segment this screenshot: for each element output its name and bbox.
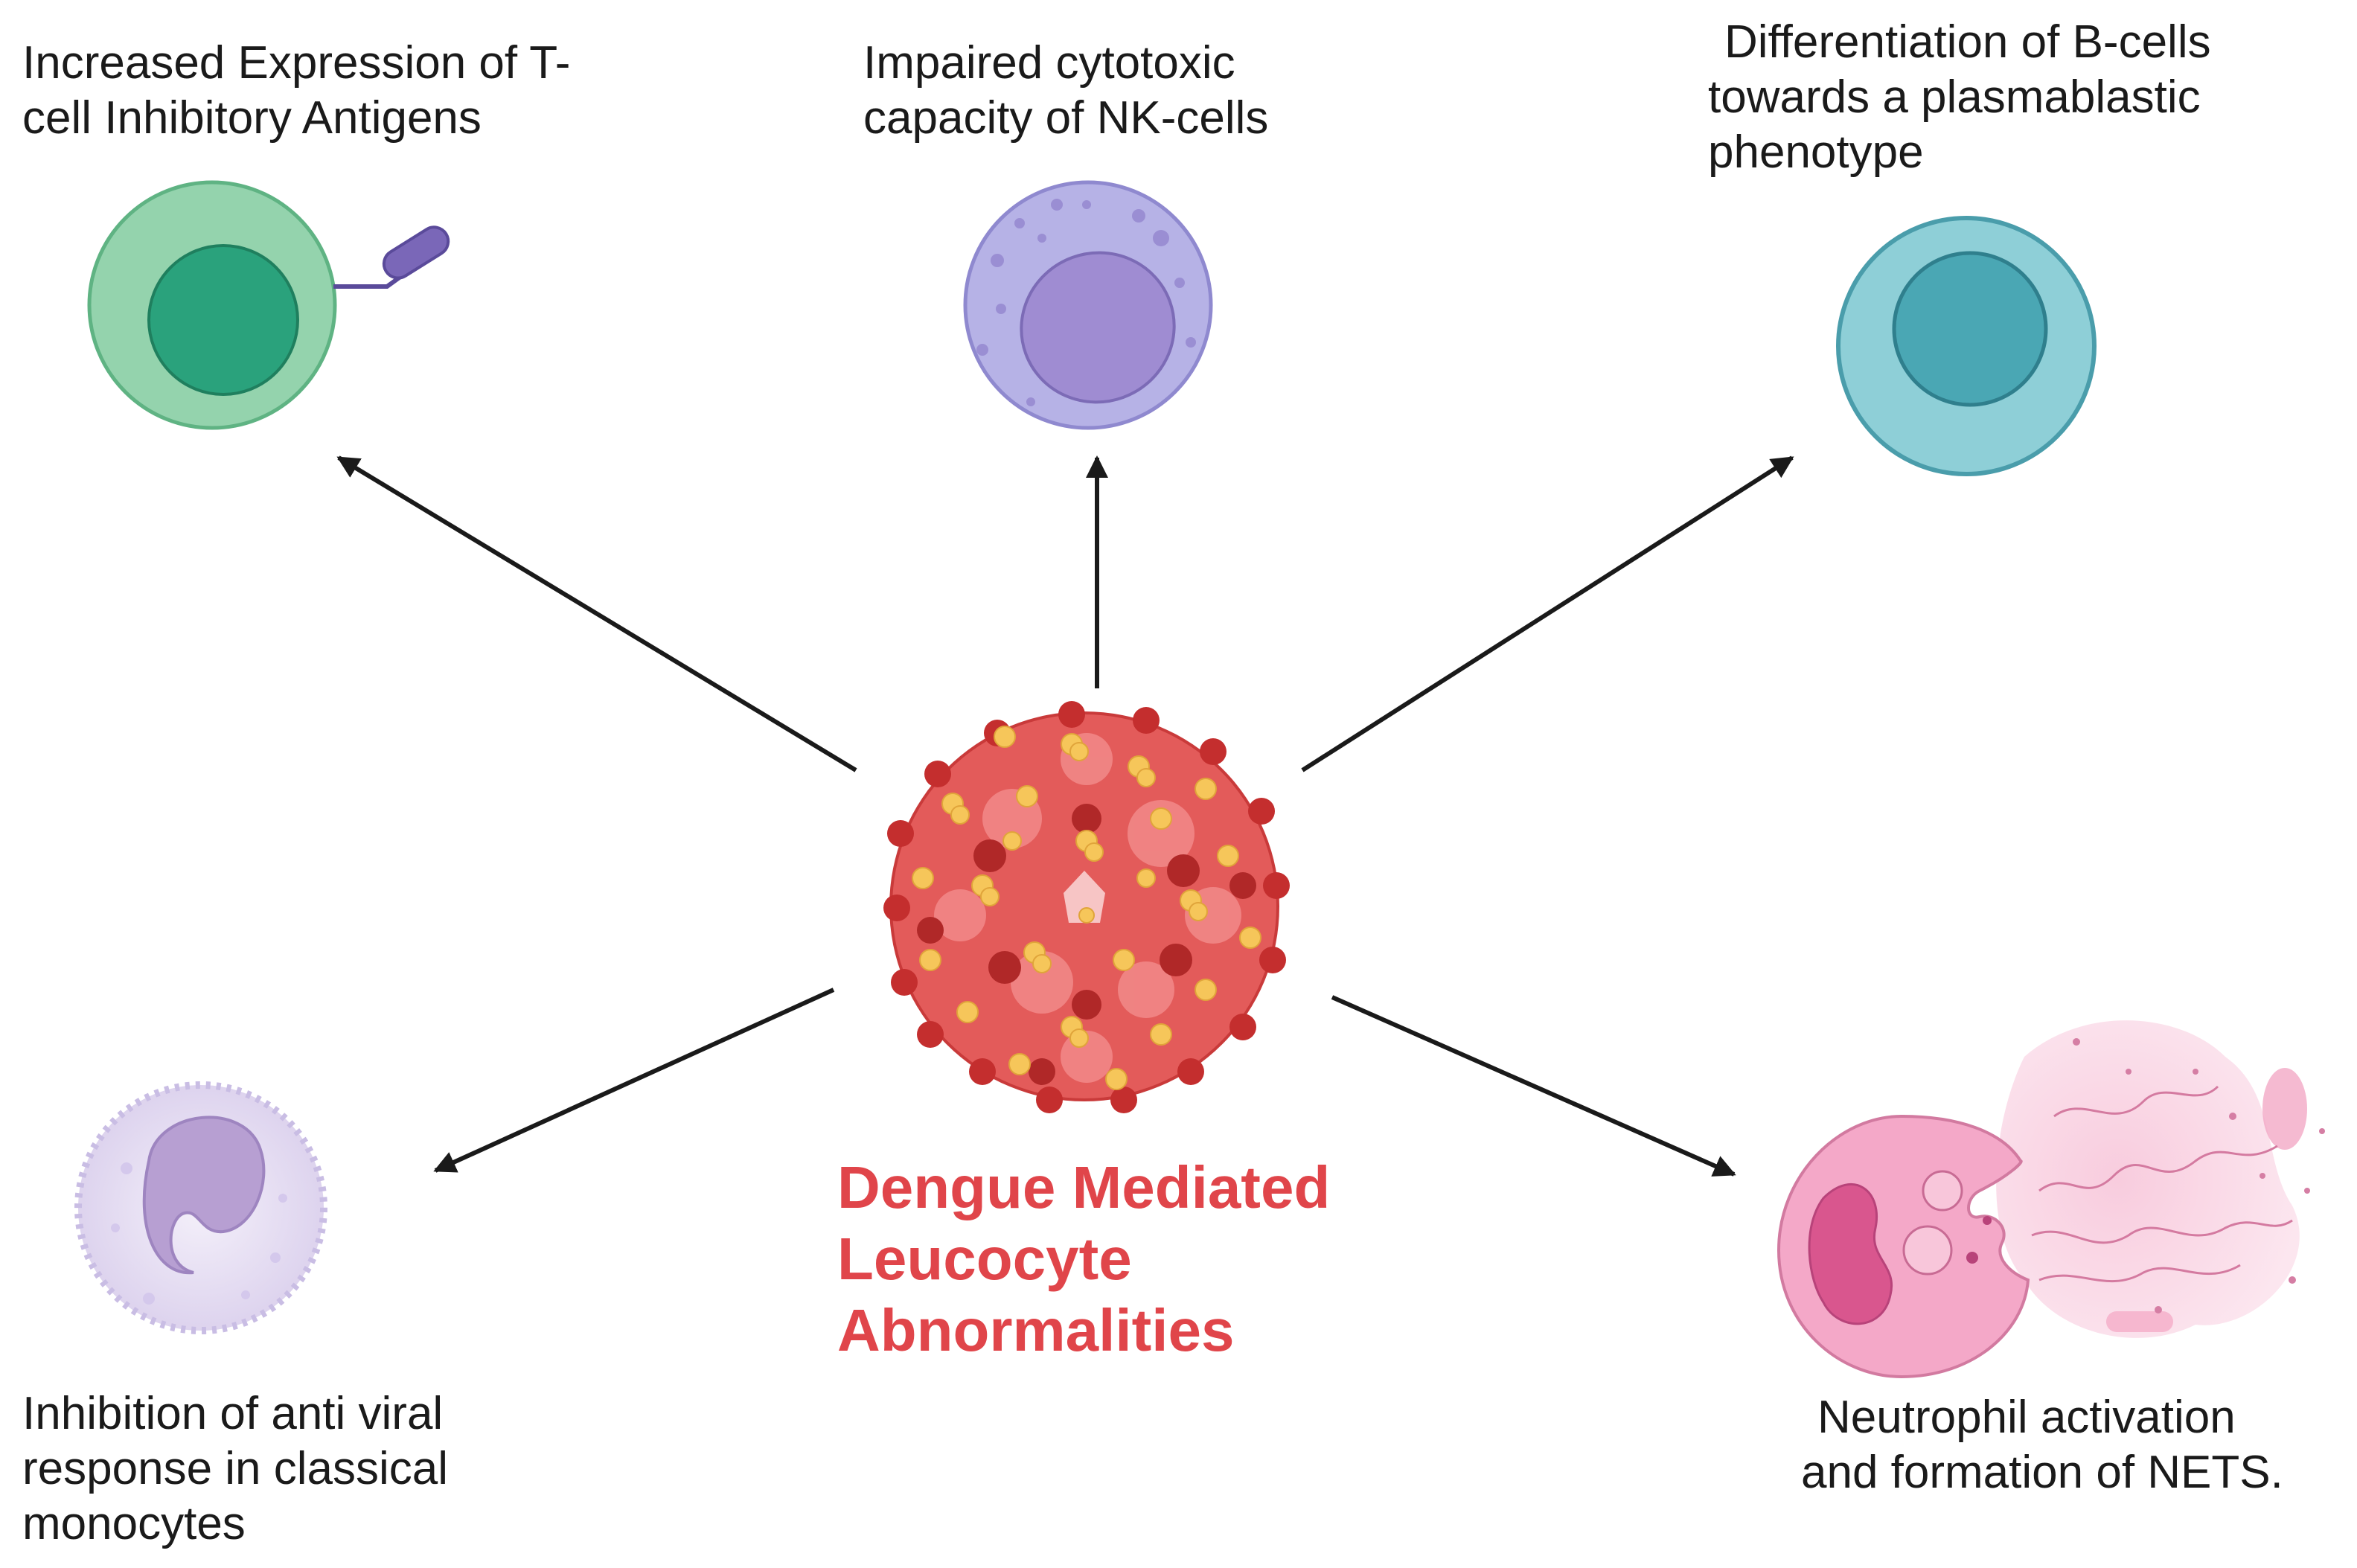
nk-cell-label-line: Impaired cytotoxic <box>863 37 1235 89</box>
monocyte-label-line: Inhibition of anti viral <box>22 1388 444 1439</box>
neutrophil-label: Neutrophil activation and formation of N… <box>1801 1390 2283 1500</box>
dengue-virus-icon <box>883 701 1290 1113</box>
arrow-to-b-cell <box>1301 455 1794 772</box>
center-title-line: Abnormalities <box>837 1297 1235 1363</box>
center-title-line: Leucocyte <box>837 1226 1132 1292</box>
t-cell-icon <box>87 180 450 430</box>
nk-cell-label-line: capacity of NK-cells <box>863 92 1269 144</box>
arrows <box>336 455 1794 1177</box>
monocyte-icon <box>74 1081 327 1334</box>
b-cell-label-line: Differentiation of B-cells <box>1724 16 2211 68</box>
monocyte-label-line: response in classical <box>22 1443 449 1494</box>
b-cell-label-line: phenotype <box>1708 127 1924 178</box>
neutrophil-label-line: and formation of NETS. <box>1801 1447 2283 1498</box>
b-cell-icon <box>1836 216 2097 476</box>
center-title: Dengue Mediated Leucocyte Abnormalities <box>837 1152 1330 1366</box>
t-cell-label: Increased Expression of T- cell Inhibito… <box>22 36 570 146</box>
arrow-to-t-cell <box>336 455 857 772</box>
monocyte-label: Inhibition of anti viral response in cla… <box>22 1386 448 1552</box>
neutrophil-net-icon <box>1776 1020 2325 1379</box>
nk-cell-icon <box>963 180 1213 430</box>
b-cell-label: Differentiation of B-cells towards a pla… <box>1708 15 2211 180</box>
b-cell-label-line: towards a plasmablastic <box>1708 71 2201 123</box>
arrow-to-monocyte <box>433 988 835 1173</box>
center-title-line: Dengue Mediated <box>837 1154 1331 1220</box>
neutrophil-label-line: Neutrophil activation <box>1817 1392 2236 1443</box>
arrow-to-neutrophil <box>1331 995 1736 1177</box>
nk-cell-label: Impaired cytotoxic capacity of NK-cells <box>863 36 1268 146</box>
t-cell-label-line: Increased Expression of T- <box>22 37 571 89</box>
monocyte-label-line: monocytes <box>22 1498 246 1549</box>
t-cell-label-line: cell Inhibitory Antigens <box>22 92 482 144</box>
